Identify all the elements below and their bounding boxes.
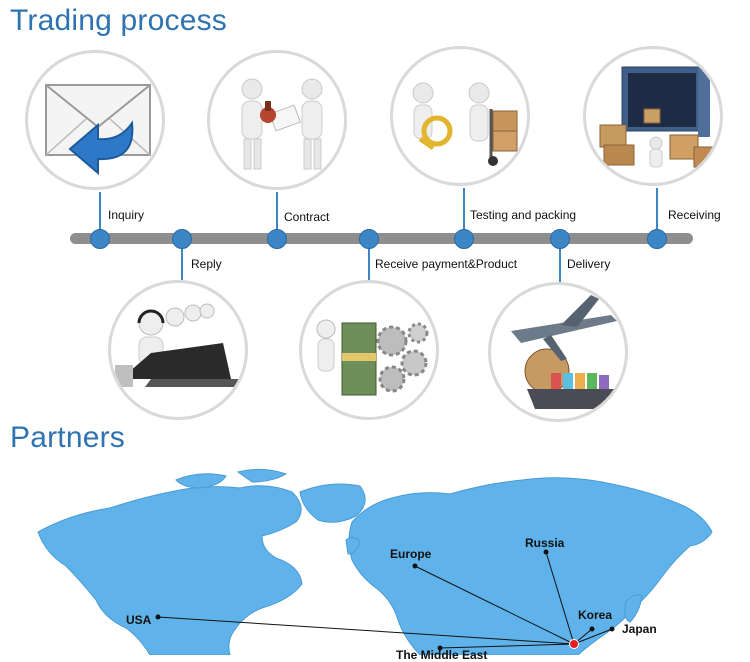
testing-connector — [463, 188, 465, 232]
map-label-usa: USA — [126, 613, 152, 627]
map-label-russia: Russia — [525, 536, 565, 550]
trading-process-diagram: Inquiry Reply Contract Receive payment&P… — [25, 46, 723, 422]
contract-illustration — [207, 50, 347, 190]
map-label-korea: Korea — [578, 608, 613, 622]
delivery-illustration — [488, 282, 628, 422]
world-map-graphic — [37, 468, 713, 655]
delivery-connector — [559, 247, 561, 282]
receiving-node — [647, 229, 667, 249]
partners-heading: Partners — [10, 421, 125, 454]
europe-dot — [412, 563, 418, 569]
handshake-stamp-icon — [241, 78, 323, 170]
step-label-receive-payment: Receive payment&Product — [375, 257, 518, 271]
trading-process-heading: Trading process — [10, 4, 227, 37]
magnifier-handtruck-icon — [412, 82, 518, 166]
hub-dot — [569, 639, 579, 649]
map-label-middle-east: The Middle East — [396, 648, 488, 662]
reply-node — [172, 229, 192, 249]
map-label-europe: Europe — [390, 547, 432, 561]
inquiry-connector — [99, 192, 101, 232]
step-label-reply: Reply — [191, 257, 222, 271]
receiving-illustration — [583, 46, 723, 186]
testing-packing-illustration — [390, 46, 530, 186]
step-label-inquiry: Inquiry — [108, 208, 145, 222]
call-center-icon — [115, 303, 241, 387]
korea-dot — [589, 626, 595, 632]
process-timeline-track — [70, 233, 693, 244]
receiving-connector — [656, 188, 658, 232]
money-gears-icon — [316, 319, 429, 396]
reply-illustration — [108, 280, 248, 420]
step-label-receiving: Receiving — [668, 208, 721, 222]
partners-world-map: Europe Russia Korea Japan USA The Middle… — [0, 462, 750, 662]
reply-connector — [181, 247, 183, 280]
contract-node — [267, 229, 287, 249]
testing-node — [454, 229, 474, 249]
step-label-contract: Contract — [284, 210, 330, 224]
receive-payment-illustration — [299, 280, 439, 420]
payment-connector — [368, 247, 370, 280]
envelope-reply-icon — [45, 84, 151, 176]
map-label-japan: Japan — [622, 622, 657, 636]
inquiry-illustration — [25, 50, 165, 190]
delivery-node — [550, 229, 570, 249]
middle-east-dot — [437, 645, 443, 651]
russia-dot — [543, 549, 549, 555]
step-label-delivery: Delivery — [567, 257, 611, 271]
japan-dot — [609, 626, 615, 632]
airplane-ship-globe-icon — [511, 295, 619, 409]
container-boxes-icon — [599, 66, 717, 168]
inquiry-node — [90, 229, 110, 249]
payment-node — [359, 229, 379, 249]
usa-dot — [155, 614, 161, 620]
contract-connector — [276, 192, 278, 232]
step-label-testing: Testing and packing — [470, 208, 577, 222]
